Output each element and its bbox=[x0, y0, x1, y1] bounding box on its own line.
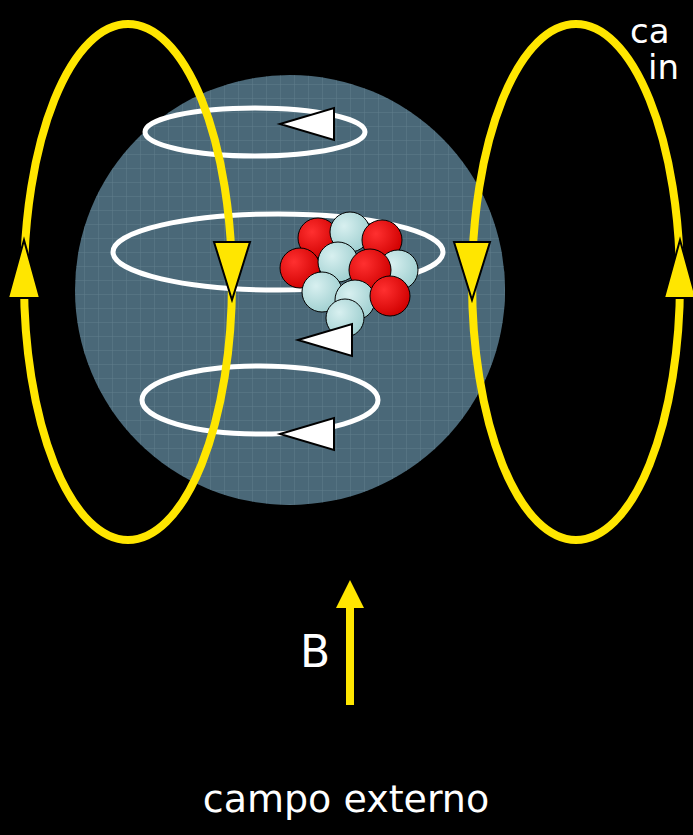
field-label: in bbox=[648, 50, 679, 84]
orbit-arrowheads bbox=[280, 108, 352, 450]
field-arrowheads bbox=[8, 240, 693, 300]
electron-orbits bbox=[113, 108, 443, 434]
induced-field-loops bbox=[24, 24, 680, 540]
field-symbol: B bbox=[300, 630, 330, 674]
field-label: campo externo bbox=[203, 780, 489, 818]
nucleus bbox=[280, 212, 418, 337]
electron-cloud-grid bbox=[75, 75, 505, 505]
electron-cloud bbox=[75, 75, 505, 505]
field-label: ca bbox=[630, 14, 670, 48]
external-field-arrow bbox=[336, 580, 364, 705]
